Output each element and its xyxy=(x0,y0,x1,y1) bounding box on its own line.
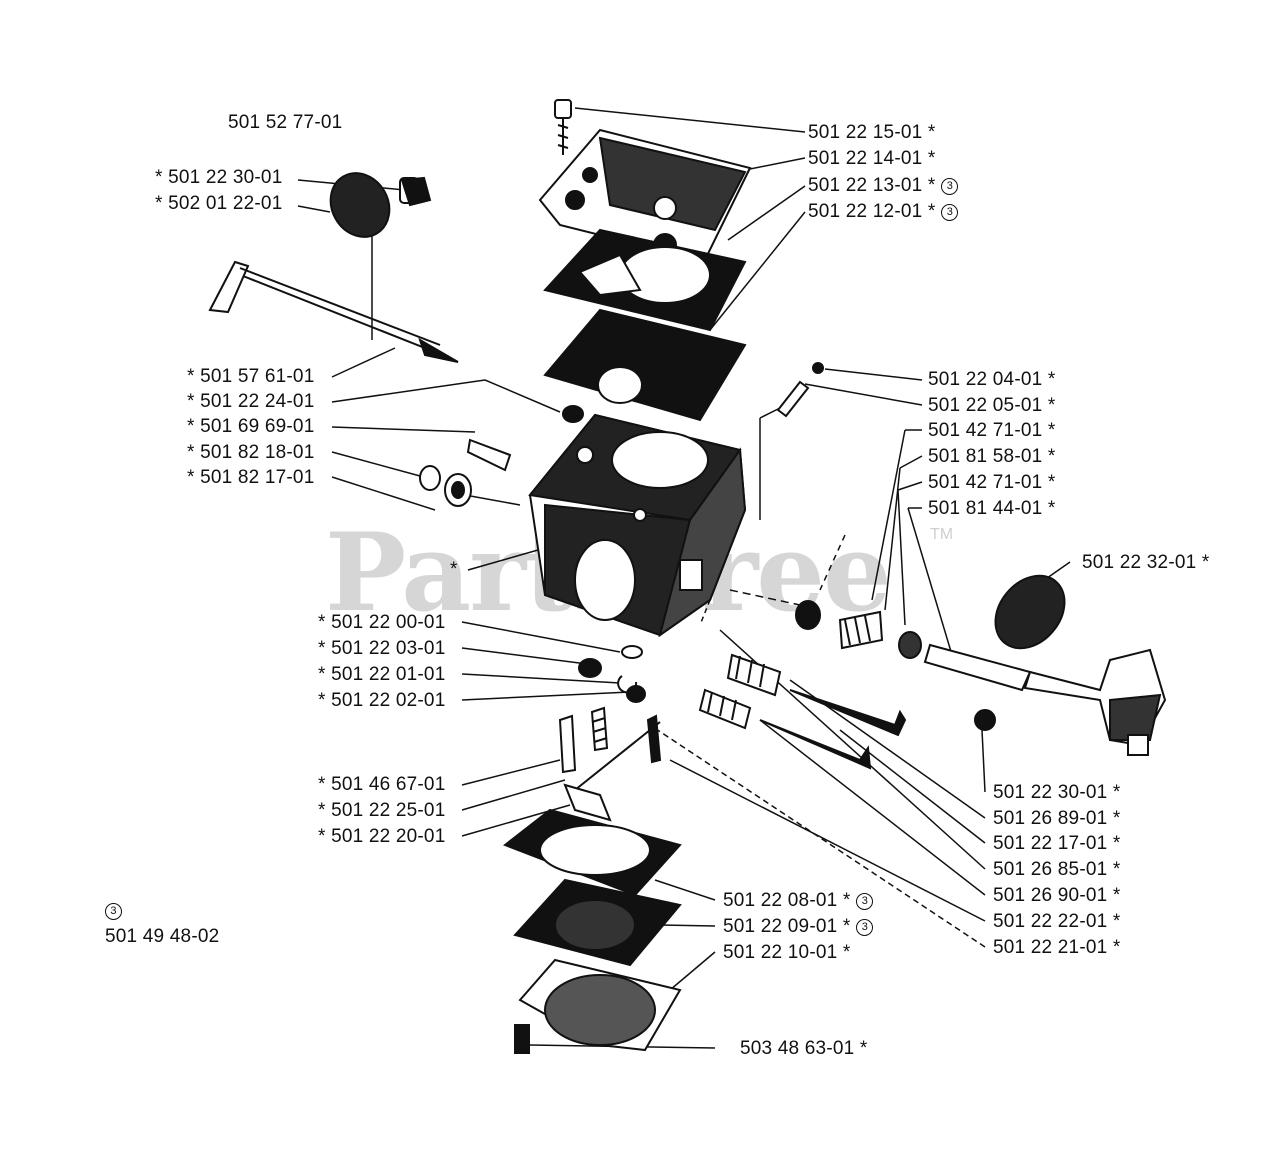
part-number: 501 22 12-01 * xyxy=(808,201,936,222)
part-number: 501 22 13-01 * xyxy=(808,175,936,196)
part-number: 501 22 09-01 * xyxy=(723,916,851,937)
part-label-501-82-18-01: * 501 82 18-01 xyxy=(187,442,315,463)
part-label-503-48-63-01: 503 48 63-01 * xyxy=(740,1038,868,1059)
part-label-501-26-89-01: 501 26 89-01 * xyxy=(993,808,1121,829)
part-label-501-22-03-01: * 501 22 03-01 xyxy=(318,638,446,659)
part-label-501-22-21-01: 501 22 21-01 * xyxy=(993,937,1121,958)
part-label-501-22-15-01: 501 22 15-01 * xyxy=(808,122,936,143)
kit-marker-circle: 3 xyxy=(856,893,874,910)
part-label-501-22-09-01: 501 22 09-01 * 3 xyxy=(723,916,874,938)
part-label-501-46-67-01: * 501 46 67-01 xyxy=(318,774,446,795)
part-label-501-42-71-01-b: 501 42 71-01 * xyxy=(928,472,1056,493)
part-label-501-22-04-01: 501 22 04-01 * xyxy=(928,369,1056,390)
part-label-501-22-22-01: 501 22 22-01 * xyxy=(993,911,1121,932)
part-label-501-22-25-01: * 501 22 25-01 xyxy=(318,800,446,821)
part-label-502-01-22-01: * 502 01 22-01 xyxy=(155,193,283,214)
part-label-501-22-17-01: 501 22 17-01 * xyxy=(993,833,1121,854)
part-label-501-42-71-01-a: 501 42 71-01 * xyxy=(928,420,1056,441)
part-label-501-82-17-01: * 501 82 17-01 xyxy=(187,467,315,488)
part-label-501-22-14-01: 501 22 14-01 * xyxy=(808,148,936,169)
part-label-501-22-13-01: 501 22 13-01 * 3 xyxy=(808,175,959,197)
kit-marker-circle: 3 xyxy=(941,178,959,195)
part-label-501-57-61-01: * 501 57 61-01 xyxy=(187,366,315,387)
part-label-501-22-01-01: * 501 22 01-01 xyxy=(318,664,446,685)
part-label-501-22-30-01-top: * 501 22 30-01 xyxy=(155,167,283,188)
kit-marker-circle: 3 xyxy=(941,204,959,221)
kit-marker-circle: 3 xyxy=(856,919,874,936)
kit-marker-circle: 3 xyxy=(105,903,122,920)
part-number: 501 22 08-01 * xyxy=(723,890,851,911)
part-label-501-22-20-01: * 501 22 20-01 xyxy=(318,826,446,847)
kit-number-top: 501 52 77-01 xyxy=(228,112,343,133)
kit-marker: 3 xyxy=(105,900,122,922)
part-label-501-22-02-01: * 501 22 02-01 xyxy=(318,690,446,711)
part-label-501-22-05-01: 501 22 05-01 * xyxy=(928,395,1056,416)
part-label-501-22-24-01: * 501 22 24-01 xyxy=(187,391,315,412)
part-label-501-81-44-01: 501 81 44-01 * xyxy=(928,498,1056,519)
part-label-501-69-69-01: * 501 69 69-01 xyxy=(187,416,315,437)
part-label-501-22-32-01: 501 22 32-01 * xyxy=(1082,552,1210,573)
part-label-501-26-85-01: 501 26 85-01 * xyxy=(993,859,1121,880)
part-label-501-26-90-01: 501 26 90-01 * xyxy=(993,885,1121,906)
part-label-501-22-10-01: 501 22 10-01 * xyxy=(723,942,851,963)
part-label-501-22-00-01: * 501 22 00-01 xyxy=(318,612,446,633)
part-label-501-22-08-01: 501 22 08-01 * 3 xyxy=(723,890,874,912)
watermark-trademark: TM xyxy=(930,526,954,543)
part-label-501-81-58-01: 501 81 58-01 * xyxy=(928,446,1056,467)
part-label-body-star: * xyxy=(450,559,458,580)
kit-number-bottom: 501 49 48-02 xyxy=(105,926,220,947)
part-label-501-22-12-01: 501 22 12-01 * 3 xyxy=(808,201,959,223)
part-label-501-22-30-01-right: 501 22 30-01 * xyxy=(993,782,1121,803)
